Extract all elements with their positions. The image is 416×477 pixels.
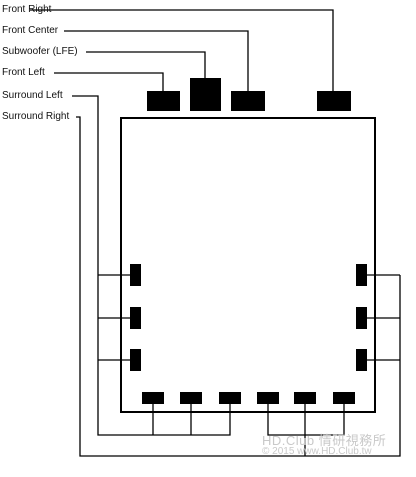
- rear-speaker-4: [257, 392, 279, 404]
- label-front-left: Front Left: [2, 67, 45, 78]
- rear-right-bus: [267, 404, 345, 436]
- rear-speaker-5: [294, 392, 316, 404]
- surround-left-speaker-3: [130, 349, 141, 371]
- label-surround-left: Surround Left: [2, 90, 63, 101]
- surround-right-speaker-3: [356, 349, 367, 371]
- front-right-line: [30, 9, 334, 91]
- rear-speaker-6: [333, 392, 355, 404]
- label-subwoofer: Subwoofer (LFE): [2, 46, 78, 57]
- front-left-speaker: [147, 91, 180, 111]
- subwoofer-line: [86, 51, 206, 78]
- label-surround-right: Surround Right: [2, 111, 70, 122]
- front-center-line: [64, 30, 249, 91]
- front-center-speaker: [231, 91, 265, 111]
- front-left-line: [54, 72, 164, 91]
- surround-right-line: [76, 116, 401, 457]
- label-front-right: Front Right: [2, 4, 52, 15]
- subwoofer-speaker: [190, 78, 221, 111]
- rear-speaker-2: [180, 392, 202, 404]
- label-front-center: Front Center: [2, 25, 59, 36]
- front-right-speaker: [317, 91, 351, 111]
- surround-left-line: [72, 95, 231, 436]
- surround-right-speaker-2: [356, 307, 367, 329]
- surround-right-speaker-1: [356, 264, 367, 286]
- room-outline: [120, 117, 376, 413]
- watermark-copyright: © 2015 www.HD.Club.tw: [262, 446, 372, 457]
- rear-speaker-3: [219, 392, 241, 404]
- watermark-title: HD.Club 情研視務所: [262, 433, 387, 448]
- rear-speaker-1: [142, 392, 164, 404]
- surround-left-speaker-1: [130, 264, 141, 286]
- surround-left-speaker-2: [130, 307, 141, 329]
